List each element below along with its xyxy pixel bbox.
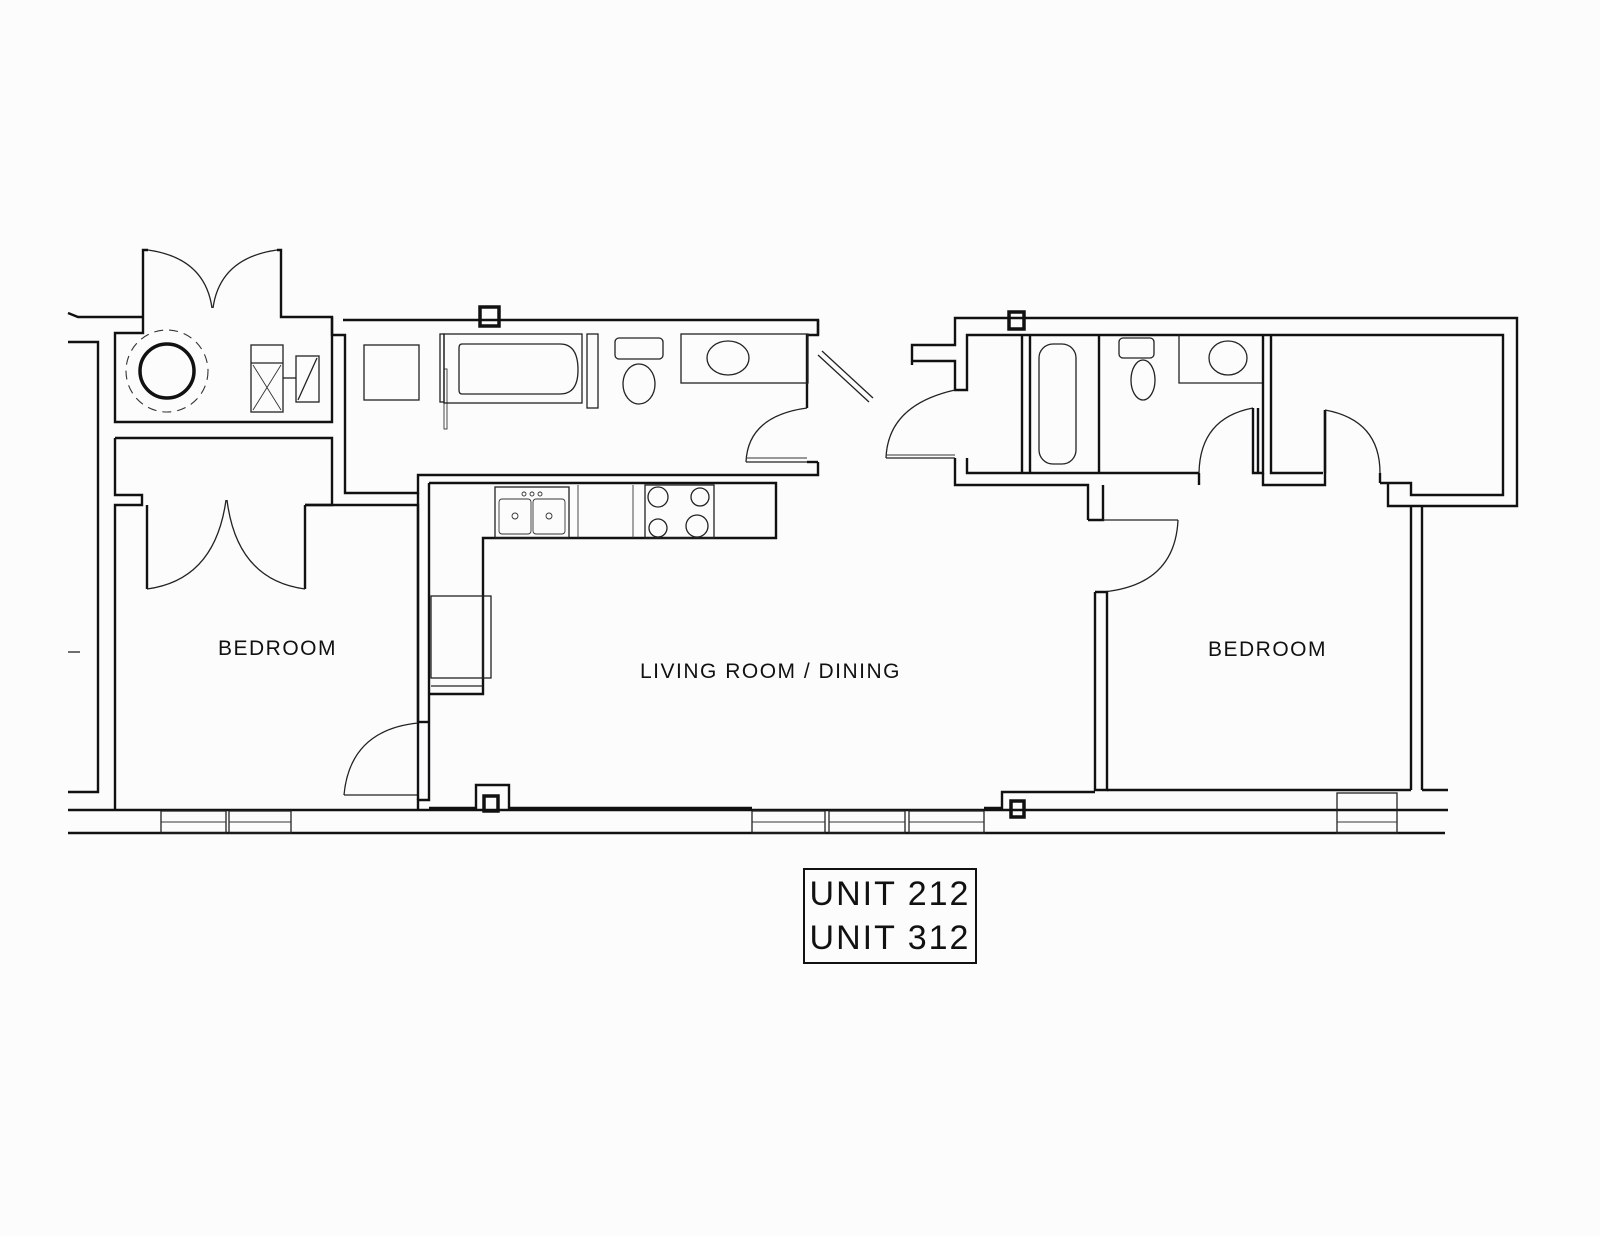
room-label-living-dining: LIVING ROOM / DINING [640, 660, 902, 683]
corridor-wall-left [67, 311, 143, 794]
structural-column-icon [1009, 799, 1026, 819]
exterior-bottom-wall [68, 792, 1448, 835]
water-heater-icon [138, 342, 196, 400]
unit-title-block: UNIT 212 UNIT 312 [803, 868, 977, 964]
structural-column-icon [482, 794, 500, 813]
entry-utility-area [113, 248, 334, 424]
structural-column-icon [1007, 310, 1026, 331]
bathroom-right [817, 310, 1519, 520]
living-room-bottom [429, 783, 1095, 819]
room-label-bedroom-right: BEDROOM [1208, 638, 1328, 661]
structural-column-icon [478, 305, 501, 328]
kitchen [416, 481, 778, 800]
unit-number-212: UNIT 212 [809, 875, 971, 913]
bathroom-left [330, 305, 820, 495]
bedroom-right-walls [1088, 485, 1448, 792]
unit-number-312: UNIT 312 [809, 919, 971, 957]
room-label-bedroom-left: BEDROOM [218, 637, 338, 660]
